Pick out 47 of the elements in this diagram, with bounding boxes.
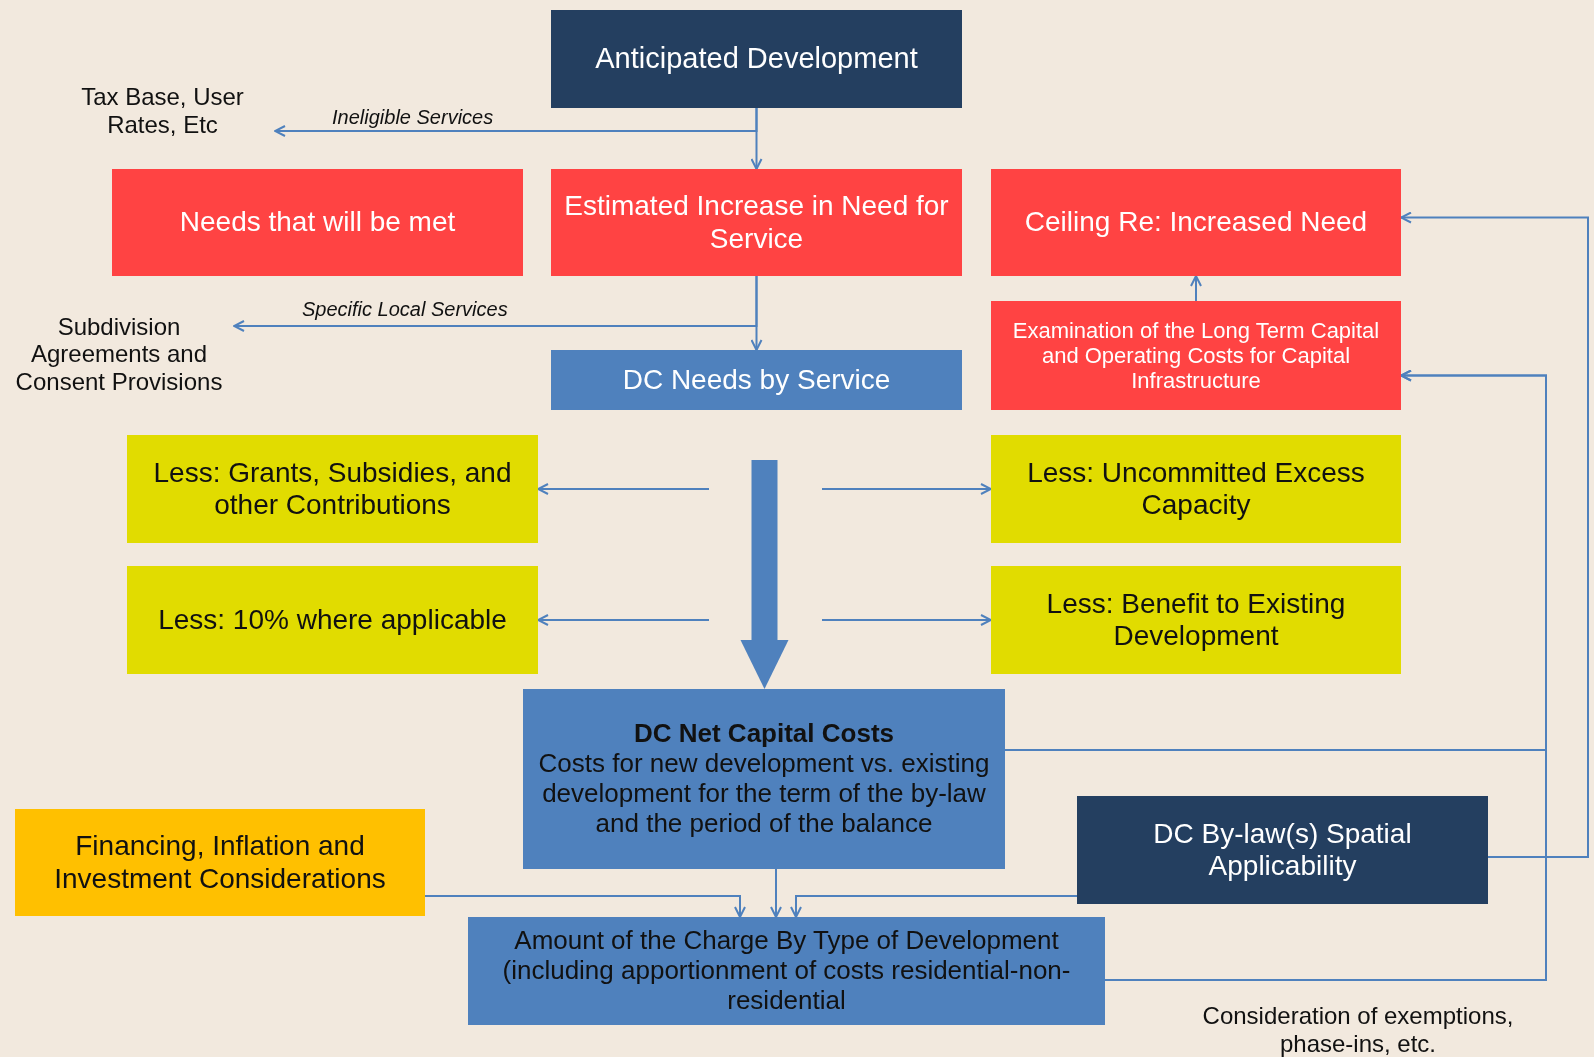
box-text: Less: Benefit to Existing Development [1045,587,1347,653]
process-box [991,301,1401,410]
note-text: Tax Base, User Rates, Etc [50,80,275,142]
process-box [15,809,425,916]
arrow [1104,369,1547,981]
arrow [821,614,992,626]
box-text: Examination of the Long Term Capital and Operating Costs for Capital Infrastructure [1011,317,1381,394]
arrow [424,895,746,918]
arrow [770,868,782,918]
arrow [274,107,758,137]
box-heading: DC Net Capital Costs [633,719,894,750]
arrow [821,483,992,495]
box-text: Less: 10% where applicable [158,603,507,637]
arrow [1400,211,1589,858]
box-text: Less: Uncommitted Excess Capacity [1026,456,1366,522]
process-box [112,169,523,276]
arrow [537,614,710,626]
arrow [1190,275,1202,302]
box-text: DC Needs by Service [622,363,891,397]
edge-label: Specific Local Services [300,298,510,321]
box-text: Financing, Inflation and Investment Considerations [53,830,387,895]
process-box [127,566,538,674]
edge-label: Consideration of exemptions, phase-ins, etc. [1201,1002,1515,1057]
arrow [233,275,758,332]
note-text: Subdivision Agreements and Consent Provisions [4,292,234,416]
process-box [991,435,1401,543]
process-box [551,10,962,108]
process-box [991,566,1401,674]
box-text: Less: Grants, Subsidies, and other Contributions [152,456,513,522]
box-text: Anticipated Development [595,42,918,76]
arrow [537,483,710,495]
process-box [991,169,1401,276]
arrow [790,895,1078,918]
edge-label: Ineligible Services [330,106,496,129]
process-box [468,917,1105,1025]
box-text: DC By-law(s) Spatial Applicability [1152,817,1413,883]
box-text: Amount of the Charge By Type of Development (including apportionment of costs residential-non-residential [501,926,1072,1016]
process-box [551,169,962,276]
process-box [1077,796,1488,904]
box-text: Needs that will be met [179,206,456,239]
process-box [523,689,1005,869]
box-text: Estimated Increase in Need for Service [563,190,950,255]
box-text: Ceiling Re: Increased Need [1024,206,1368,239]
process-box [127,435,538,543]
block-arrow [740,460,789,689]
box-text: Costs for new development vs. existing development for the term of the by-law and the period of the balance [537,749,991,839]
process-box [551,350,962,410]
